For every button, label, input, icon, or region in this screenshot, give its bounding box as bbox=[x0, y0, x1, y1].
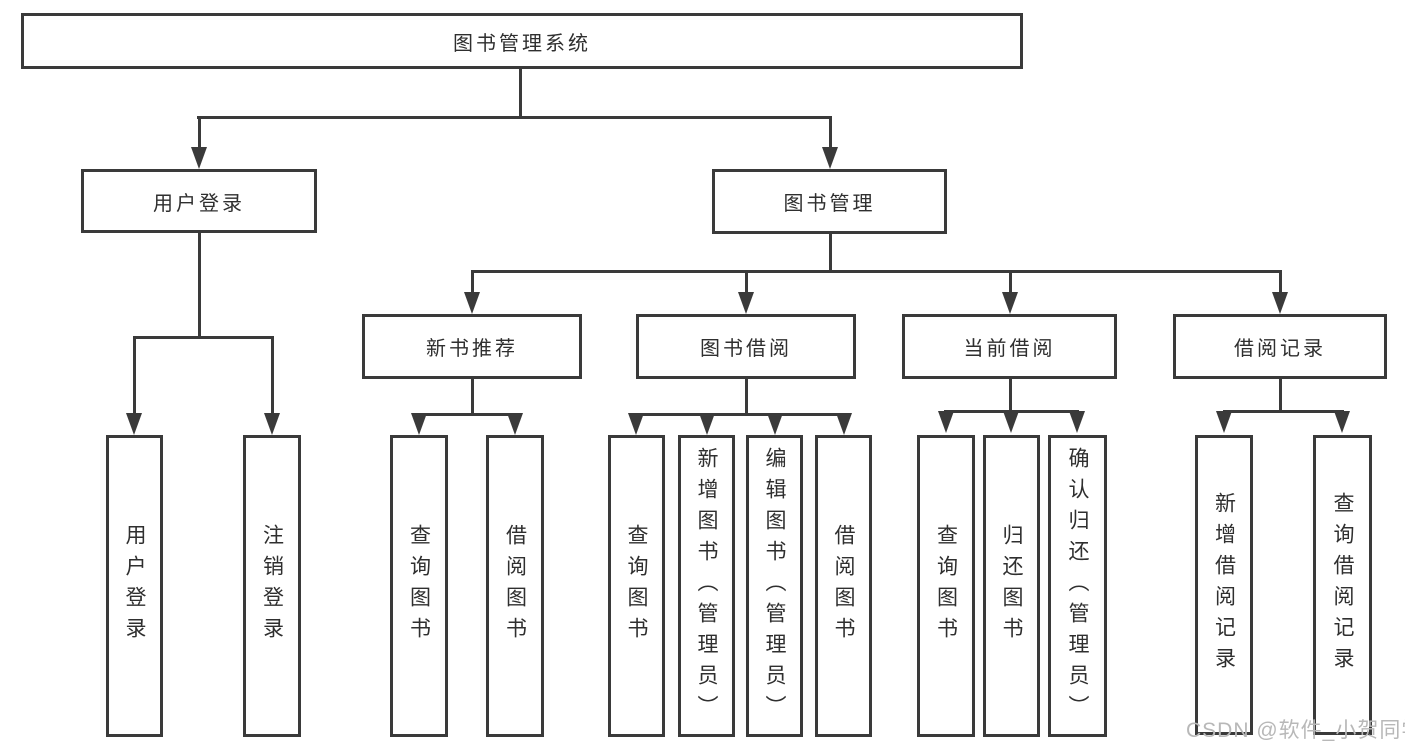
leaf-nb-borrow-books: 借阅图书 bbox=[486, 435, 544, 737]
arrowhead-bb-add-books bbox=[699, 413, 715, 435]
leaf-cb-confirm-return-admin: 确认归还（管理员） bbox=[1048, 435, 1107, 737]
connector-user-login-drop bbox=[198, 116, 201, 149]
connector-book-management-stem bbox=[829, 234, 832, 272]
arrowhead-nb-borrow-books bbox=[507, 413, 523, 435]
arrowhead-book-management bbox=[822, 147, 838, 169]
leaf-cb-return-books: 归还图书 bbox=[983, 435, 1040, 737]
leaf-bb-borrow-books: 借阅图书 bbox=[815, 435, 872, 737]
connector-book-borrow-rail bbox=[635, 413, 846, 416]
leaf-nb-query-books: 查询图书 bbox=[390, 435, 448, 737]
arrowhead-new-book bbox=[464, 292, 480, 314]
connector-user-login-stem bbox=[198, 233, 201, 339]
arrowhead-bb-borrow-books bbox=[836, 413, 852, 435]
arrowhead-br-add-record bbox=[1216, 411, 1232, 433]
arrowhead-cb-return-books bbox=[1003, 411, 1019, 433]
leaf-user-login: 用户登录 bbox=[106, 435, 163, 737]
connector-borrow-records-drop bbox=[1279, 270, 1282, 293]
connector-book-borrow-drop bbox=[745, 270, 748, 293]
node-borrowing-records: 借阅记录 bbox=[1173, 314, 1387, 379]
node-library-management-system: 图书管理系统 bbox=[21, 13, 1023, 69]
leaf-logout: 注销登录 bbox=[243, 435, 301, 737]
leaf-cb-query-books: 查询图书 bbox=[917, 435, 975, 737]
connector-new-book-rail bbox=[418, 413, 517, 416]
connector-level2-rail bbox=[197, 116, 832, 119]
arrowhead-bb-query-books bbox=[628, 413, 644, 435]
connector-book-management-drop bbox=[829, 116, 832, 149]
leaf-bb-query-books: 查询图书 bbox=[608, 435, 665, 737]
node-user-login: 用户登录 bbox=[81, 169, 317, 233]
arrowhead-book-borrow bbox=[738, 292, 754, 314]
arrowhead-borrow-records bbox=[1272, 292, 1288, 314]
connector-root-stem bbox=[519, 69, 522, 117]
node-current-borrowing: 当前借阅 bbox=[902, 314, 1117, 379]
node-new-book-recommendation: 新书推荐 bbox=[362, 314, 582, 379]
connector-current-borrow-drop bbox=[1009, 270, 1012, 293]
connector-leaf-logout-drop bbox=[271, 336, 274, 414]
arrowhead-leaf-login bbox=[126, 413, 142, 435]
connector-new-book-stem bbox=[471, 379, 474, 416]
arrowhead-leaf-logout bbox=[264, 413, 280, 435]
connector-leaf-login-drop bbox=[133, 336, 136, 414]
connector-borrow-records-rail bbox=[1223, 410, 1344, 413]
arrowhead-br-query-record bbox=[1334, 411, 1350, 433]
connector-borrow-records-stem bbox=[1279, 379, 1282, 412]
arrowhead-cb-confirm-return bbox=[1069, 411, 1085, 433]
connector-book-borrow-stem bbox=[745, 379, 748, 416]
arrowhead-user-login bbox=[191, 147, 207, 169]
arrowhead-bb-edit-books bbox=[767, 413, 783, 435]
arrowhead-current-borrow bbox=[1002, 292, 1018, 314]
connector-current-borrow-stem bbox=[1009, 379, 1012, 412]
leaf-bb-add-books-admin: 新增图书（管理员） bbox=[678, 435, 735, 737]
connector-level3-rail bbox=[471, 270, 1282, 273]
arrowhead-cb-query-books bbox=[938, 411, 954, 433]
node-book-borrowing: 图书借阅 bbox=[636, 314, 856, 379]
watermark: CSDN @软件_小贺同学 bbox=[1186, 719, 1405, 742]
connector-new-book-drop bbox=[471, 270, 474, 293]
leaf-br-query-borrow-record: 查询借阅记录 bbox=[1313, 435, 1372, 735]
arrowhead-nb-query-books bbox=[411, 413, 427, 435]
connector-user-login-rail bbox=[133, 336, 274, 339]
leaf-br-add-borrow-record: 新增借阅记录 bbox=[1195, 435, 1253, 735]
leaf-bb-edit-books-admin: 编辑图书（管理员） bbox=[746, 435, 803, 737]
node-book-management: 图书管理 bbox=[712, 169, 947, 234]
